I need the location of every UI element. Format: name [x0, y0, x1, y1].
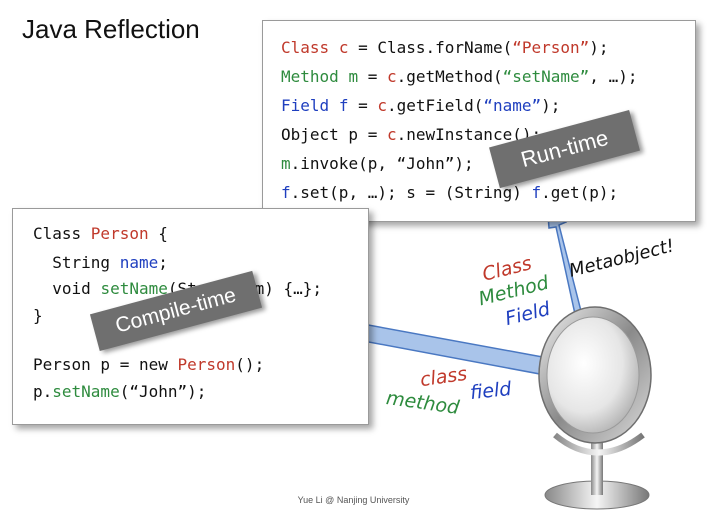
slide-title: Java Reflection	[22, 14, 200, 44]
lower-field-label: field	[468, 377, 513, 405]
compile-line-1: Class Person {	[33, 224, 168, 243]
compile-line-6: p.setName(“John”);	[33, 382, 207, 401]
runtime-line-5: m.invoke(p, “John”);	[281, 154, 474, 173]
footer-credit: Yue Li @ Nanjing University	[297, 495, 410, 505]
runtime-code-box: Class c = Class.forName(“Person”); Metho…	[262, 20, 696, 222]
runtime-line-1: Class c = Class.forName(“Person”);	[281, 38, 609, 57]
runtime-line-6: f.set(p, …); s = (String) f.get(p);	[281, 183, 619, 202]
mirror-image	[538, 306, 652, 510]
compile-line-4: }	[33, 306, 43, 325]
runtime-line-2: Method m = c.getMethod(“setName”, …);	[281, 67, 638, 86]
compile-line-2: String name;	[33, 253, 168, 272]
runtime-line-3: Field f = c.getField(“name”);	[281, 96, 561, 115]
runtime-line-4: Object p = c.newInstance();	[281, 125, 542, 144]
compile-line-5: Person p = new Person();	[33, 355, 265, 374]
